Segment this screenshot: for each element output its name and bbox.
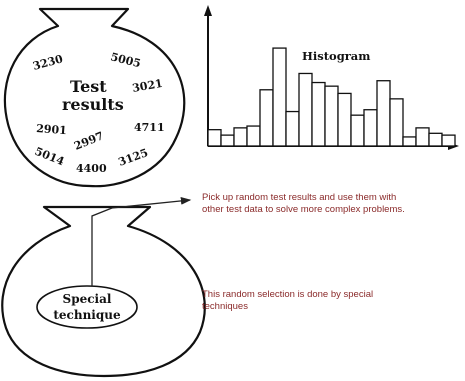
histogram: Histogram bbox=[204, 5, 459, 150]
histogram-bar bbox=[298, 72, 313, 147]
selection-note: This random selection is done by special… bbox=[202, 289, 374, 312]
histogram-bar bbox=[363, 109, 378, 147]
histogram-bar bbox=[324, 85, 339, 147]
histogram-title: Histogram bbox=[302, 49, 370, 63]
histogram-bar bbox=[259, 89, 274, 147]
special-technique-label-line1: Special bbox=[63, 292, 112, 306]
test-number: 2997 bbox=[72, 129, 105, 153]
histogram-bars bbox=[207, 47, 456, 147]
pickup-line bbox=[91, 207, 113, 286]
histogram-bar bbox=[389, 98, 404, 147]
bag-label-test: Test bbox=[70, 77, 107, 96]
test-number: 3230 bbox=[31, 52, 64, 73]
special-technique-label-line2: technique bbox=[53, 308, 121, 322]
histogram-bar bbox=[350, 114, 365, 147]
pickup-note: Pick up random test results and use them… bbox=[202, 192, 405, 215]
histogram-bar bbox=[233, 127, 248, 147]
histogram-bar bbox=[246, 125, 261, 147]
test-results-bag: Test results 3230 5005 3021 2901 2997 47… bbox=[3, 7, 186, 188]
test-number: 2901 bbox=[36, 122, 67, 137]
test-number: 5005 bbox=[109, 50, 142, 70]
test-number: 4711 bbox=[134, 121, 165, 134]
test-number: 5014 bbox=[33, 145, 67, 169]
histogram-bar bbox=[207, 129, 222, 147]
histogram-bar bbox=[376, 80, 391, 147]
histogram-bar bbox=[402, 136, 417, 147]
histogram-bar bbox=[441, 134, 456, 147]
special-technique-bag-outline bbox=[1, 205, 206, 378]
test-number: 4400 bbox=[76, 162, 107, 175]
special-technique-ellipse bbox=[36, 285, 138, 329]
histogram-bar bbox=[311, 81, 326, 147]
test-number: 3125 bbox=[117, 146, 150, 169]
histogram-bar bbox=[220, 134, 235, 147]
histogram-bar bbox=[428, 132, 443, 147]
histogram-bar bbox=[415, 127, 430, 147]
pickup-arrow bbox=[111, 197, 192, 209]
bag-label-results: results bbox=[62, 95, 124, 114]
histogram-y-axis-arrow bbox=[204, 5, 212, 16]
test-results-bag-outline bbox=[3, 7, 186, 188]
test-number: 3021 bbox=[131, 77, 163, 95]
histogram-bar bbox=[285, 110, 300, 147]
histogram-bar bbox=[337, 92, 352, 147]
histogram-bar bbox=[272, 47, 287, 147]
special-technique-bag: Special technique bbox=[1, 205, 206, 378]
